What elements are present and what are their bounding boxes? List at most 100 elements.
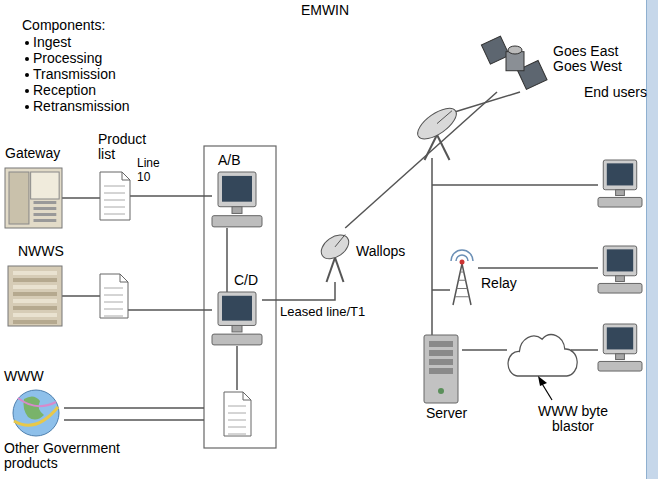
list-item: Retransmission: [33, 99, 153, 114]
screen: [607, 327, 633, 349]
wire-line: [64, 419, 204, 421]
node-label: Server: [426, 406, 486, 421]
document-page: [100, 274, 128, 318]
diagram-title: EMWIN: [0, 3, 650, 18]
document-line: [228, 420, 246, 421]
document-line: [228, 406, 246, 407]
server-bay: [13, 320, 57, 324]
keyboard: [212, 216, 262, 227]
node-label: C/D: [234, 273, 274, 288]
dish-reflector: [413, 102, 461, 144]
connector-line: [62, 197, 100, 199]
node-label: Gateway: [5, 146, 85, 161]
globe-swirl: [18, 398, 56, 406]
node-label: Relay: [481, 276, 531, 291]
document-line: [228, 413, 246, 414]
keyboard: [598, 283, 642, 293]
monitor-stand: [232, 207, 242, 214]
connector-line: [226, 228, 228, 292]
screen: [607, 163, 633, 185]
screen: [222, 296, 252, 321]
node-label: Wallops: [356, 244, 418, 259]
arrow-head: [538, 376, 547, 386]
node-label: End users: [584, 85, 654, 100]
cabinet-panel: [9, 172, 29, 224]
server-bay: [13, 278, 57, 282]
bullet-dot: [25, 73, 29, 77]
icon-group: [5, 168, 62, 228]
www-node: WWWOther Government products: [10, 388, 62, 438]
dish-leg: [327, 258, 336, 282]
cloud-outline: [508, 335, 577, 376]
document-line: [104, 309, 123, 310]
node-icon: [420, 335, 462, 403]
product-list-icon: [100, 274, 128, 318]
tower-strut: [460, 272, 464, 273]
tower-strut: [457, 288, 468, 289]
end-user-pc: [598, 246, 642, 293]
monitor-stand: [616, 354, 625, 360]
server-bay: [13, 285, 57, 289]
cabinet-slot: [34, 213, 57, 216]
wire-line: [432, 289, 450, 291]
screen: [222, 176, 252, 202]
icon-group: [13, 390, 59, 436]
node-icon: [212, 172, 262, 228]
server-bay: [13, 292, 57, 296]
product-list-node: Product list: [100, 172, 130, 220]
node-icon: [8, 266, 62, 326]
www-cloud: [508, 335, 577, 376]
node-icon: [447, 250, 477, 305]
product-list-icon: [224, 392, 251, 436]
list-item: Ingest: [33, 35, 153, 50]
document-page: [100, 172, 130, 220]
node-icon: [5, 168, 62, 228]
node-icon: [485, 36, 545, 92]
end-user-pc: [598, 324, 642, 371]
drive-bay: [429, 350, 453, 356]
node-label: Other Government products: [4, 441, 154, 471]
satellite-dish: [508, 46, 522, 54]
node-label: A/B: [218, 153, 258, 168]
drive-bay: [429, 368, 453, 374]
keyboard: [212, 334, 262, 345]
icon-group: [424, 335, 458, 403]
globe-swirl: [14, 407, 58, 425]
dish-feed: [437, 111, 452, 124]
dish-leg: [437, 135, 450, 160]
node-icon: [100, 172, 130, 220]
relay-tower: Relay: [447, 250, 477, 305]
satellite-body: [506, 52, 524, 71]
connector-line: [262, 282, 335, 300]
icon-group: [481, 36, 547, 89]
connector-label: Leased line/T1: [280, 304, 380, 319]
document-page: [224, 392, 251, 436]
bracket-box: [204, 146, 276, 448]
document-line: [104, 295, 123, 296]
monitor: [218, 172, 256, 207]
list-heading: Components:: [22, 18, 142, 33]
bullet-dot: [25, 105, 29, 109]
bullet-dot: [25, 57, 29, 61]
end-user-pc: End users: [598, 160, 642, 208]
globe: [13, 390, 59, 436]
document-line: [104, 186, 125, 187]
cabinet-slot: [34, 201, 57, 204]
connector-line: [130, 195, 212, 197]
screen: [607, 249, 633, 271]
server-bay: [13, 299, 57, 303]
workstation-node: C/D: [212, 292, 262, 346]
solar-panel: [481, 36, 509, 64]
node-icon: [318, 228, 352, 282]
icon-group: [451, 250, 473, 305]
dish-reflector: [317, 230, 353, 263]
gateway-node: Gateway: [5, 168, 62, 228]
dish-leg: [335, 258, 344, 282]
monitor: [218, 292, 256, 325]
tower-strut: [458, 280, 465, 281]
radio-wave: [451, 250, 473, 261]
wire-line: [432, 184, 598, 186]
cabinet-body: [5, 168, 62, 228]
document-fold: [243, 392, 251, 400]
